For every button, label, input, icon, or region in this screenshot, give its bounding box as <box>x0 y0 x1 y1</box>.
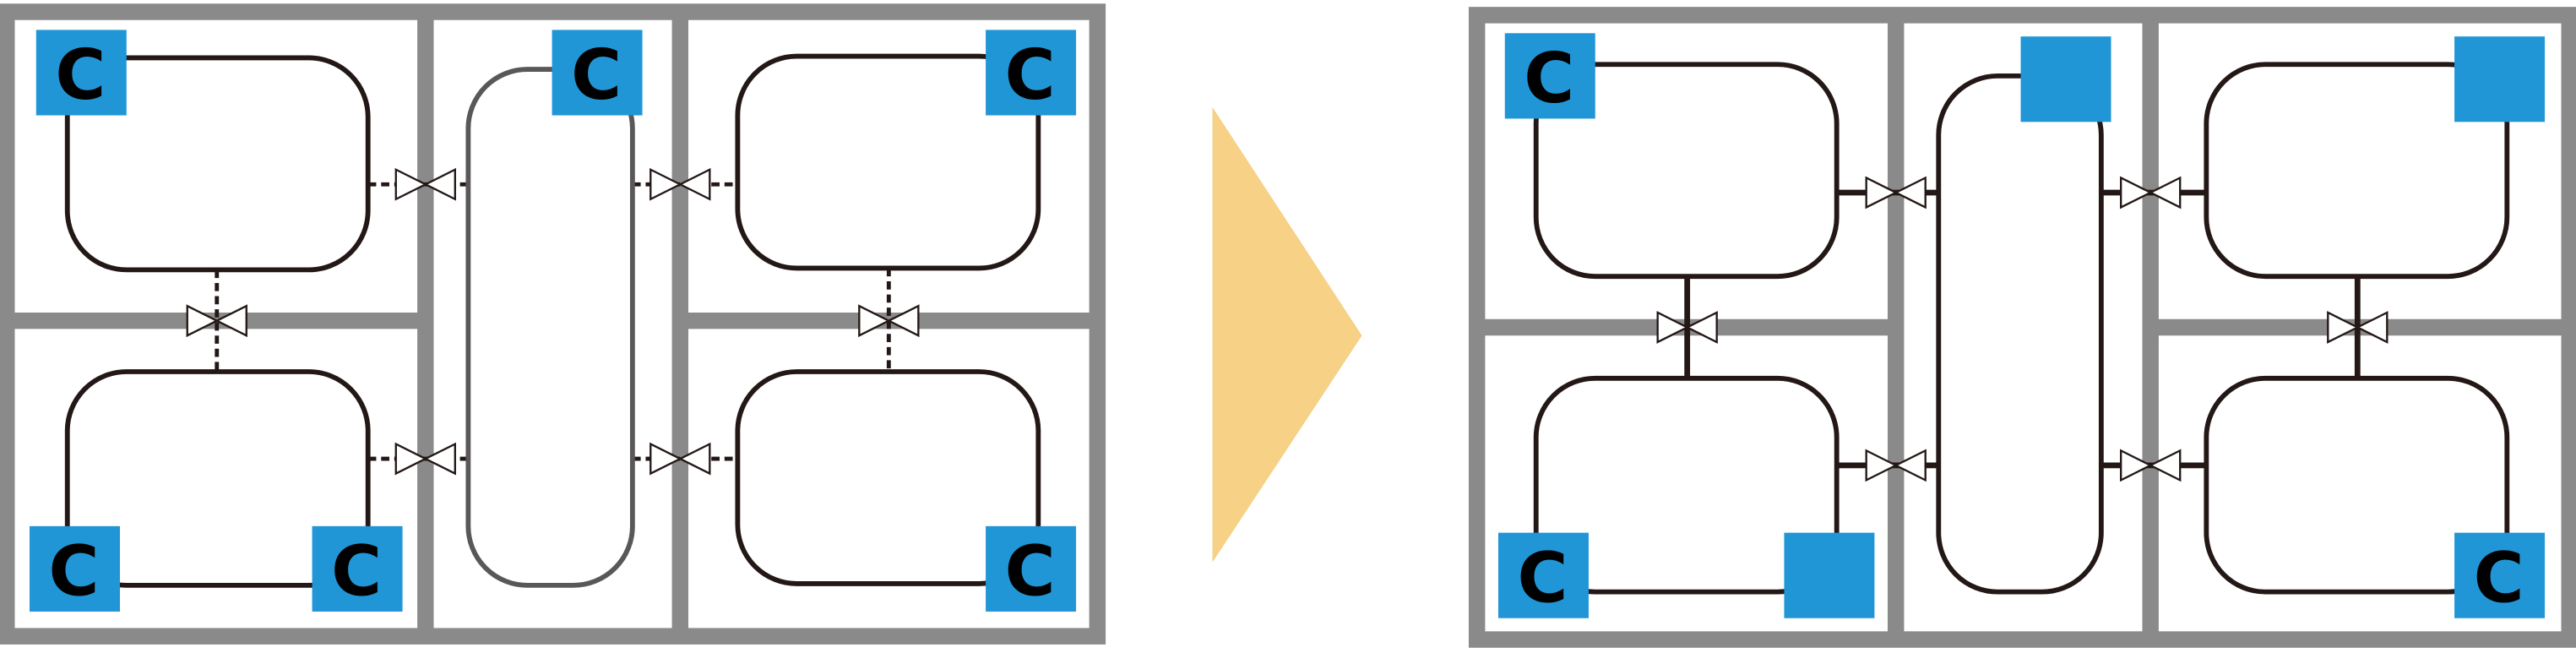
module-box <box>2020 36 2111 122</box>
module-square <box>35 30 127 116</box>
loop-middle <box>1936 73 2104 595</box>
module-label: C <box>331 532 382 612</box>
module-square <box>986 525 1077 612</box>
valve-icon <box>1865 449 1927 482</box>
module-box <box>1784 532 1875 618</box>
module-square <box>2454 36 2546 122</box>
module-square <box>1504 33 1595 119</box>
module-label: C <box>49 532 100 612</box>
module-square <box>1784 532 1875 618</box>
module-box <box>2454 36 2546 122</box>
loop-middle <box>465 67 635 588</box>
module-label: C <box>1524 39 1574 119</box>
module-label: C <box>1005 532 1056 612</box>
module-square <box>312 525 403 612</box>
loop-top-right <box>735 53 1041 271</box>
module-label: C <box>55 35 106 116</box>
module-box: C <box>1497 532 1589 618</box>
module-box: C <box>312 525 403 612</box>
module-square <box>2454 532 2546 618</box>
valve-icon <box>858 304 920 338</box>
loop-top-right <box>2204 62 2510 280</box>
valve-icon <box>649 442 711 476</box>
transition-arrow <box>1212 106 1362 563</box>
loop-bottom-right <box>735 369 1041 586</box>
module-square <box>2020 36 2111 122</box>
module-square <box>986 30 1077 116</box>
after-panel: C C C <box>1468 7 2576 648</box>
module-square <box>552 30 643 116</box>
module-label: C <box>1518 538 1568 618</box>
valve-icon <box>186 304 247 338</box>
module-square <box>1497 532 1589 618</box>
loop-bottom-left <box>1533 375 1840 595</box>
valve-icon <box>649 167 711 201</box>
loop-top-left <box>1533 62 1840 280</box>
module-box: C <box>1504 33 1595 119</box>
loop-bottom-left <box>64 369 371 588</box>
module-box: C <box>30 525 120 612</box>
module-box: C <box>35 30 127 116</box>
valve-icon <box>2327 311 2389 344</box>
valve-icon <box>1865 176 1927 210</box>
module-label: C <box>1005 35 1056 116</box>
loop-bottom-right <box>2204 375 2510 595</box>
valve-icon <box>2120 449 2182 482</box>
module-label: C <box>2474 538 2524 618</box>
valve-icon <box>2120 176 2182 210</box>
module-box: C <box>2454 532 2546 618</box>
module-label: C <box>571 35 622 116</box>
before-panel: C C C C C C <box>0 3 1106 645</box>
module-box: C <box>986 30 1077 116</box>
valve-icon <box>394 442 456 476</box>
valve-icon <box>394 167 456 201</box>
module-square <box>30 525 120 612</box>
module-box: C <box>986 525 1077 612</box>
module-box: C <box>552 30 643 116</box>
valve-icon <box>1656 311 1718 344</box>
loop-top-left <box>64 55 371 273</box>
